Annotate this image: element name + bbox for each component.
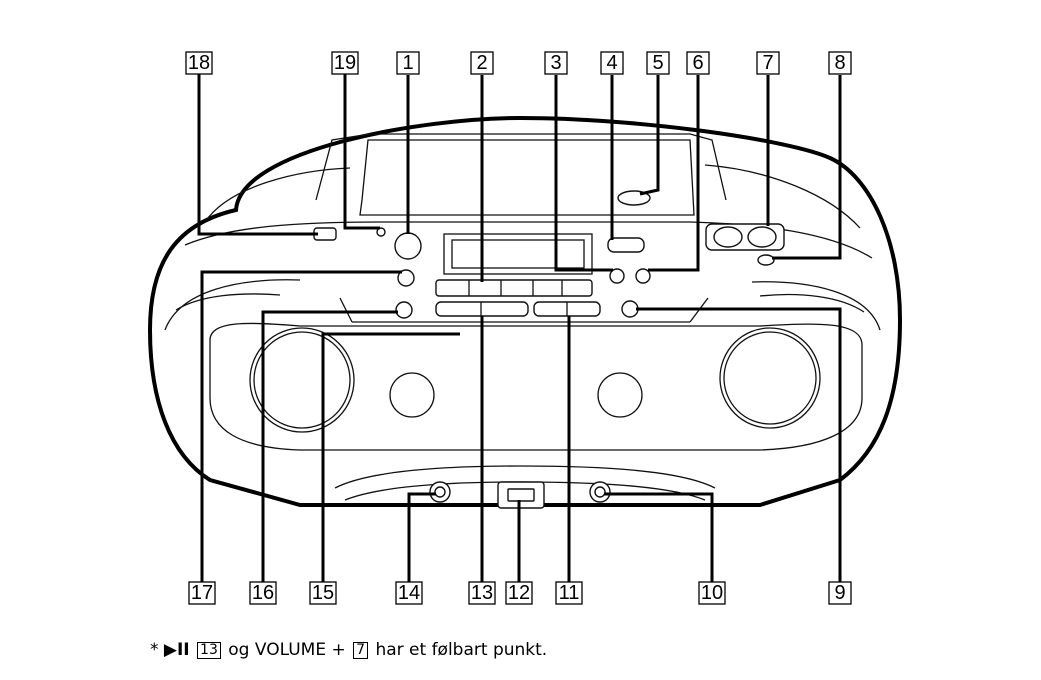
callout-15: 15: [309, 581, 337, 605]
callout-12: 12: [505, 581, 533, 605]
callout-8-label: 8: [834, 52, 845, 74]
callout-4-label: 4: [606, 52, 617, 74]
callout-16-label: 16: [252, 582, 274, 604]
callout-11-label: 11: [559, 582, 580, 604]
callout-2-label: 2: [476, 52, 487, 74]
callout-8: 8: [828, 51, 852, 75]
callout-4: 4: [600, 51, 624, 75]
callout-16: 16: [249, 581, 277, 605]
callout-9: 9: [828, 581, 852, 605]
callout-13-label: 13: [471, 582, 493, 604]
callout-14: 14: [395, 581, 423, 605]
play-pause-symbol: ▶II: [163, 640, 190, 660]
callout-18: 18: [185, 51, 213, 75]
callout-19-label: 19: [334, 52, 356, 74]
callout-17-label: 17: [191, 582, 213, 604]
callout-19: 19: [331, 51, 359, 75]
callout-10: 10: [698, 581, 726, 605]
footnote: * ▶II 13 og VOLUME + 7 har et følbart pu…: [150, 640, 547, 660]
callout-7: 7: [756, 51, 780, 75]
callout-5-label: 5: [652, 52, 663, 74]
callout-2: 2: [470, 51, 494, 75]
callout-1-label: 1: [402, 52, 413, 74]
footnote-prefix: *: [150, 640, 164, 660]
leader-lines: [197, 73, 842, 582]
callout-15-label: 15: [312, 582, 334, 604]
callout-10-label: 10: [701, 582, 723, 604]
callout-18-label: 18: [188, 52, 210, 74]
callout-5: 5: [646, 51, 670, 75]
callout-12-label: 12: [508, 582, 530, 604]
callout-1: 1: [396, 51, 420, 75]
callout-3: 3: [544, 51, 568, 75]
callout-7-label: 7: [762, 52, 773, 74]
callout-17: 17: [188, 581, 216, 605]
callout-6: 6: [686, 51, 710, 75]
callout-9-label: 9: [834, 582, 845, 604]
callout-13: 13: [468, 581, 496, 605]
footnote-suffix: har et følbart punkt.: [370, 640, 548, 660]
footnote-ref-7: 7: [353, 642, 369, 659]
callout-3-label: 3: [550, 52, 561, 74]
footnote-middle: og VOLUME +: [222, 640, 352, 660]
footnote-ref-13: 13: [197, 642, 221, 659]
boombox-diagram: 18 19 1 2 3 4 5 6 7 8 17 16: [147, 51, 903, 605]
callout-14-label: 14: [398, 582, 420, 604]
callout-11: 11: [555, 581, 583, 605]
boombox-body: [147, 115, 903, 509]
callout-6-label: 6: [692, 52, 703, 74]
